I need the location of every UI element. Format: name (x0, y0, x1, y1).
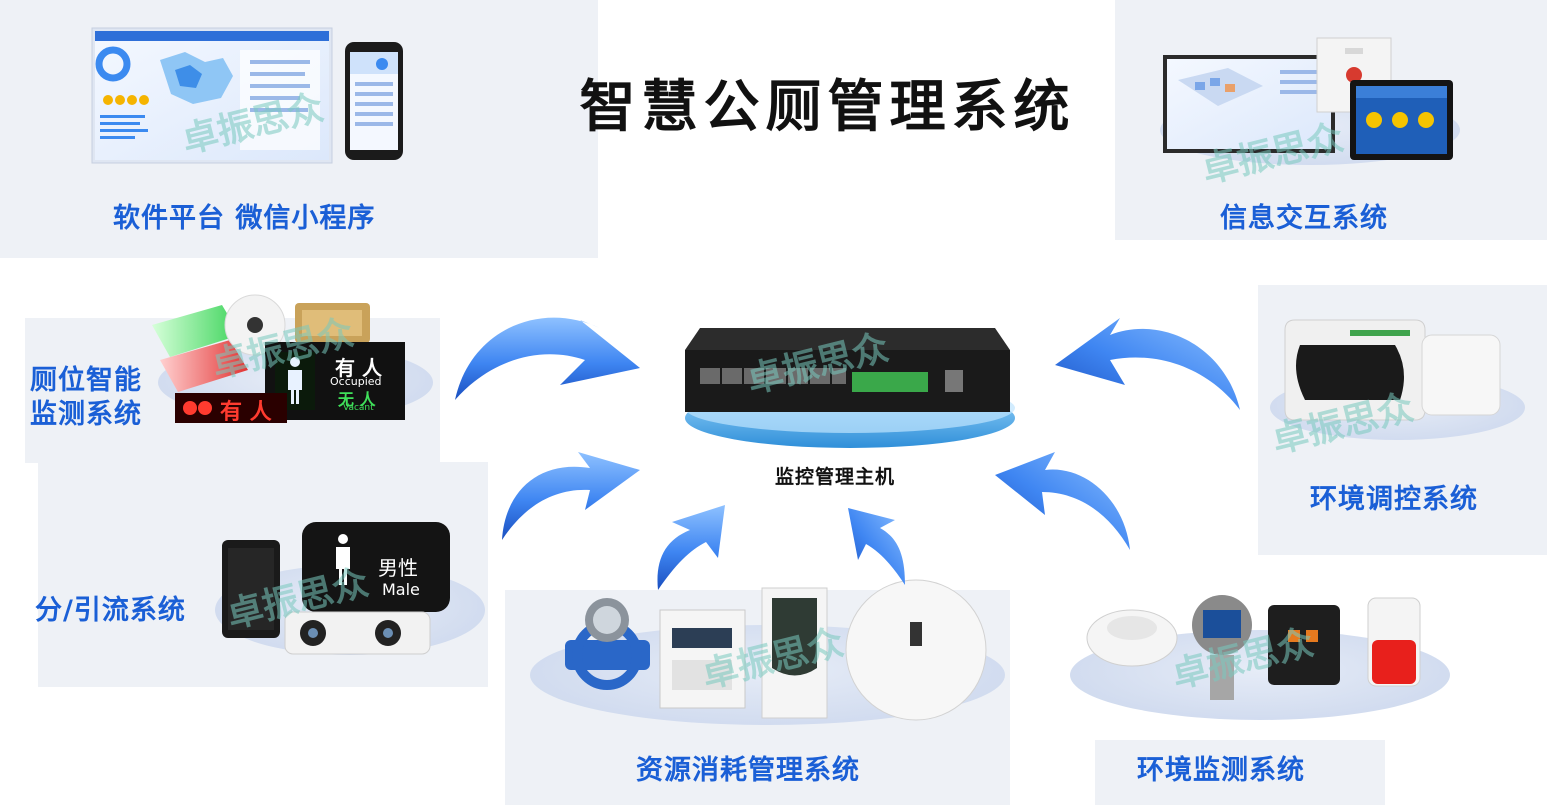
arrow-env-monitor-to-host (995, 452, 1130, 550)
arrow-env-control-to-host (1055, 318, 1240, 410)
sensor-hub-icon (1421, 334, 1501, 416)
stall-label-line2: 监测系统 (30, 399, 142, 430)
stall-label-line1: 厕位智能 (30, 365, 142, 396)
dashboard-screen-icon (91, 27, 333, 164)
env-monitor-panel (1095, 740, 1385, 805)
arrow-resource-right-to-host (848, 508, 905, 585)
alarm-light-icon (1367, 597, 1421, 687)
software-label: 软件平台 微信小程序 (113, 203, 376, 234)
people-counter-icon (222, 540, 280, 638)
led-panel-icon (175, 393, 287, 423)
info-label: 信息交互系统 (1220, 203, 1388, 234)
air-purifier-icon (1284, 319, 1426, 421)
sensor-box-icon (1268, 605, 1340, 685)
flow-label: 分/引流系统 (35, 595, 186, 626)
page-title: 智慧公厕管理系统 (579, 75, 1076, 140)
male-en-text: Male (382, 580, 420, 599)
info-display-icon (1163, 55, 1335, 153)
vacant-cn-text: 无 人 (338, 390, 376, 409)
camera-sensor-icon (284, 611, 431, 655)
monitoring-host-icon (685, 328, 1015, 448)
arrow-resource-left-to-host (657, 505, 725, 590)
env-control-label: 环境调控系统 (1310, 484, 1478, 515)
indicator-bars-icon (152, 305, 248, 392)
occupied-en-text: Occupied (330, 375, 382, 388)
ceiling-sensor-icon (224, 294, 286, 356)
hub-label: 监控管理主机 (775, 466, 896, 488)
phone-icon (345, 42, 403, 160)
occupied-cn-text: 有 人 (335, 356, 382, 380)
male-cn-text: 男性 (378, 556, 418, 580)
vacant-en-text: Vacant (343, 403, 374, 413)
arrow-flow-to-host (502, 452, 640, 540)
soap-dispenser-icon (761, 587, 828, 719)
led-text: 有 人 (220, 400, 272, 425)
arrow-stall-to-host (455, 317, 640, 400)
smoke-detector-icon (1086, 609, 1178, 667)
electricity-meter-icon (659, 609, 746, 709)
env-monitor-label: 环境监测系统 (1137, 755, 1305, 786)
occupancy-sign-icon (265, 342, 405, 420)
door-lock-icon (295, 303, 370, 343)
water-meter-icon (565, 598, 650, 690)
resource-label: 资源消耗管理系统 (636, 755, 860, 786)
paper-dispenser-icon (845, 579, 987, 721)
gender-sign-icon (302, 522, 450, 612)
gas-detector-icon (1192, 595, 1252, 700)
tablet-icon (1350, 80, 1453, 160)
